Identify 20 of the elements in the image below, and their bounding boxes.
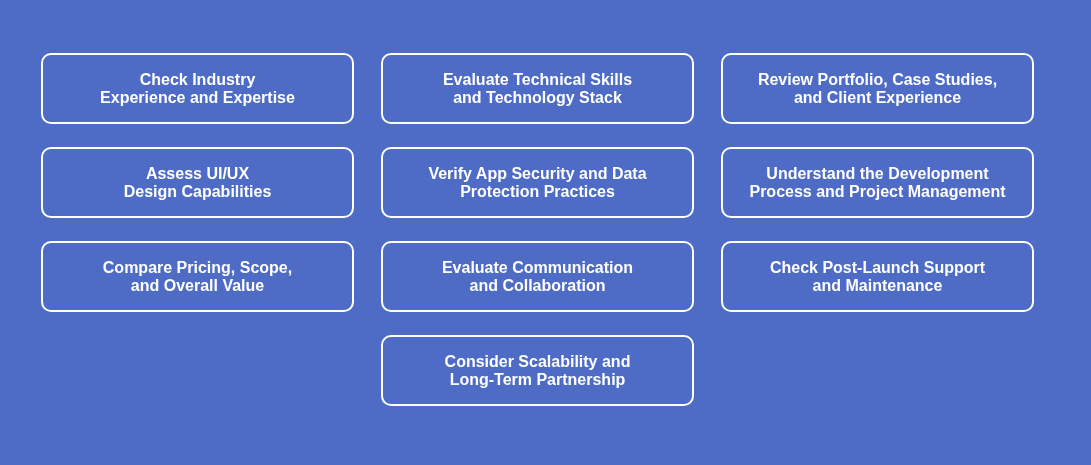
step-box bbox=[41, 147, 354, 218]
step-label: Check Industry Experience and Expertise bbox=[99, 70, 296, 107]
step-label: Assess UI/UX Design Capabilities bbox=[122, 164, 273, 201]
step-box bbox=[721, 147, 1034, 218]
step-box bbox=[381, 241, 694, 312]
step-box bbox=[41, 53, 354, 124]
step-label: Evaluate Technical Skills and Technology Stack bbox=[441, 70, 634, 107]
step-label: Consider Scalability and Long-Term Partnership bbox=[443, 352, 632, 389]
step-label: Evaluate Communication and Collaboration bbox=[440, 258, 635, 295]
step-box bbox=[41, 241, 354, 312]
step-box bbox=[381, 147, 694, 218]
step-label: Verify App Security and Data Protection Practices bbox=[427, 164, 648, 201]
step-box bbox=[381, 53, 694, 124]
step-label: Compare Pricing, Scope, and Overall Value bbox=[101, 258, 294, 295]
step-box bbox=[721, 53, 1034, 124]
step-box bbox=[721, 241, 1034, 312]
step-label: Check Post-Launch Support and Maintenance bbox=[768, 258, 987, 295]
step-box bbox=[381, 335, 694, 406]
step-label: Understand the Development Process and Project Management bbox=[748, 164, 1007, 201]
step-label: Review Portfolio, Case Studies, and Client Experience bbox=[756, 70, 999, 107]
